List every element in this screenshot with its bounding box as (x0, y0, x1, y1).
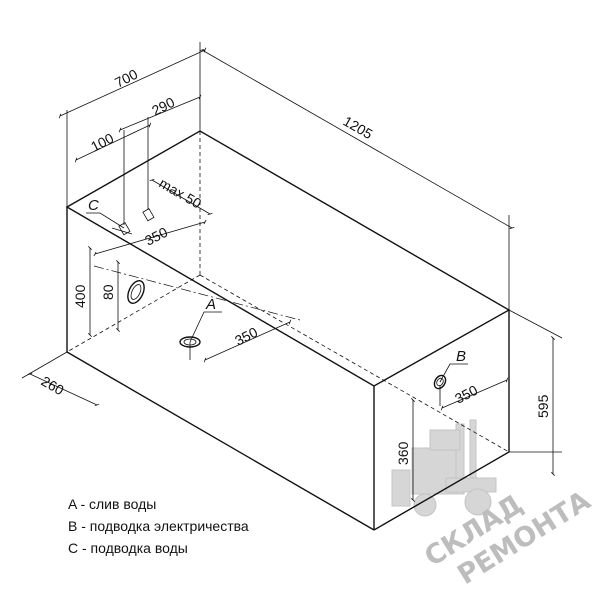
dim-label-700: 700 (112, 66, 140, 91)
dim-label-100: 100 (88, 130, 116, 155)
watermark: СКЛАД РЕМОНТА (391, 419, 596, 591)
dim-label-350-top: 350 (142, 224, 170, 249)
dim-label-max50: max 50 (157, 175, 205, 212)
dim-line-1205 (199, 49, 515, 229)
legend-item-c: C - подводка воды (68, 540, 188, 556)
dim-label-260: 260 (39, 373, 67, 399)
dimension-lines (27, 47, 555, 502)
dim-label-360: 360 (395, 441, 411, 465)
dim-line-350-bottom (203, 319, 292, 363)
dim-line-100 (74, 122, 152, 163)
leader-b (439, 363, 468, 383)
legend-item-b: B - подводка электричества (68, 518, 249, 534)
marker-c: C (88, 197, 99, 214)
dim-label-290: 290 (149, 94, 177, 119)
extension-lines (21, 42, 563, 453)
marker-a: A (205, 296, 216, 313)
dim-label-400: 400 (72, 284, 88, 308)
legend: A - слив воды B - подводка электричества… (68, 493, 249, 559)
leader-a (189, 311, 222, 343)
dim-label-350-right: 350 (452, 382, 480, 407)
opening-markers: A B C (88, 197, 466, 365)
dim-label-350-bottom: 350 (232, 324, 260, 349)
dim-line-260 (27, 372, 100, 407)
dim-line-max50 (149, 179, 213, 215)
dim-label-80: 80 (100, 284, 116, 300)
marker-b: B (456, 348, 466, 365)
dim-line-700 (58, 47, 207, 119)
dim-line-350-top (93, 219, 207, 257)
leader-c (86, 212, 125, 229)
dim-line-350-right (440, 377, 509, 411)
dimension-labels: 700 1205 290 100 max 50 350 400 80 350 2… (39, 66, 552, 465)
opening-a-drain (93, 265, 301, 348)
legend-item-a: A - слив воды (68, 496, 157, 512)
dim-label-595: 595 (535, 394, 551, 418)
dim-label-1205: 1205 (341, 113, 376, 143)
